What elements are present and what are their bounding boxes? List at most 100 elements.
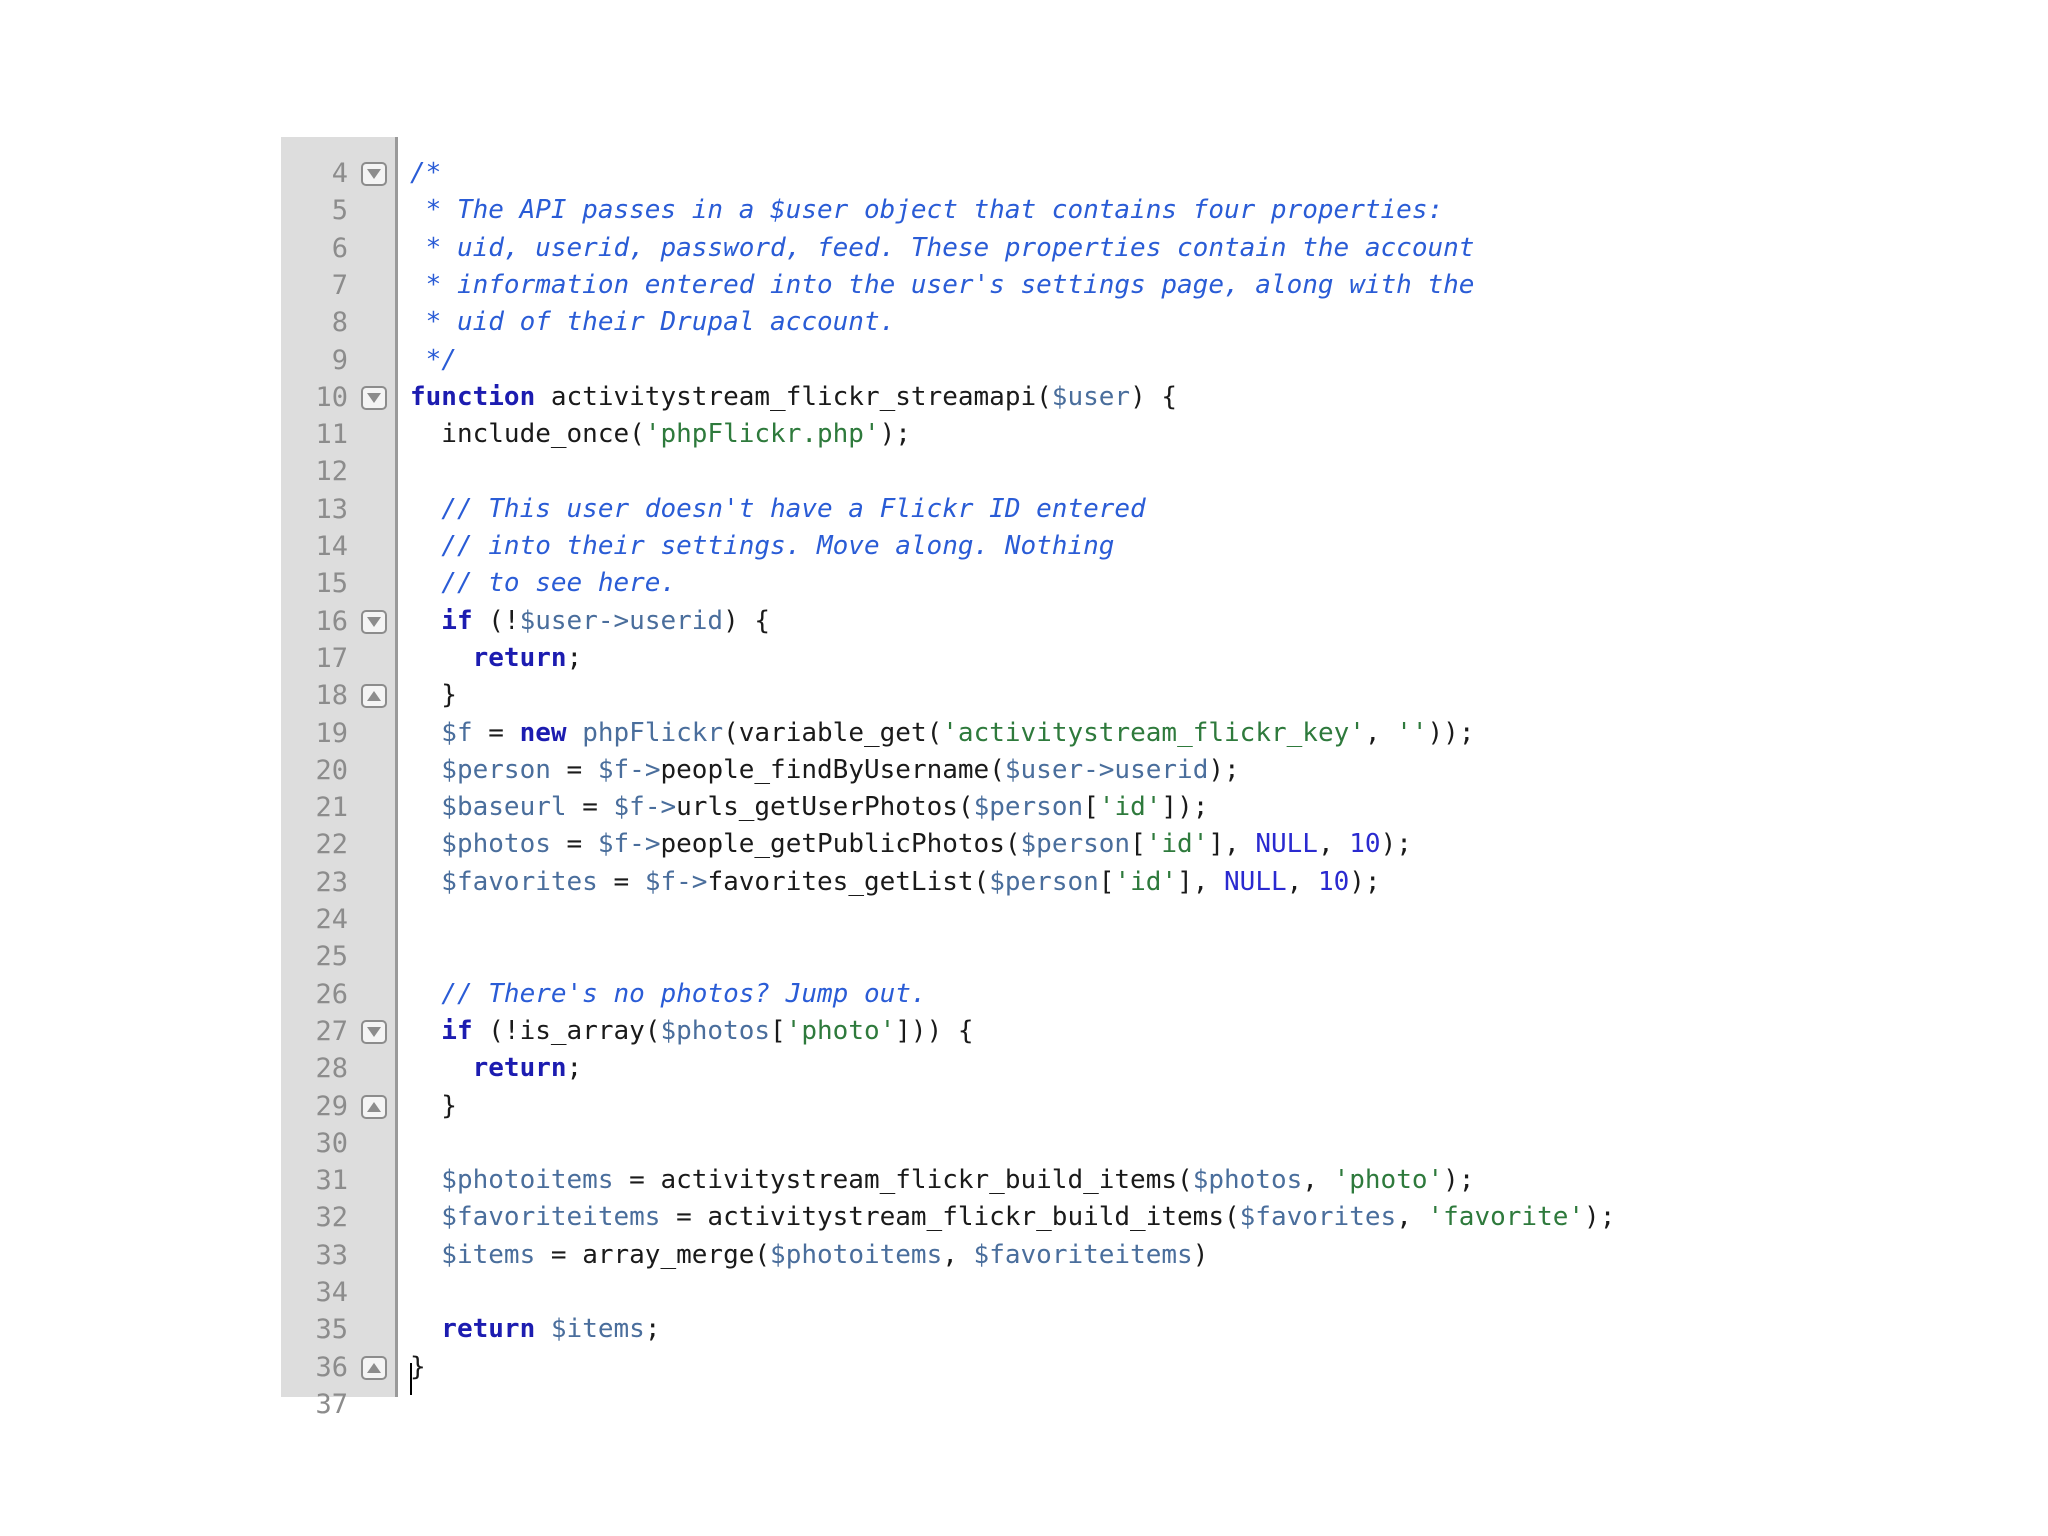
code-line[interactable]: } — [410, 1349, 426, 1386]
line-number: 22 — [315, 829, 348, 861]
code-line[interactable]: return $items; — [410, 1311, 660, 1348]
gutter-row: 33 — [281, 1237, 396, 1274]
code-line[interactable]: * information entered into the user's se… — [410, 267, 1475, 304]
code-token-variable: $user->userid — [519, 605, 724, 636]
gutter-row: 26 — [281, 976, 396, 1013]
code-line[interactable]: */ — [410, 342, 457, 379]
code-line[interactable]: function activitystream_flickr_streamapi… — [410, 379, 1177, 416]
gutter-row: 13 — [281, 491, 396, 528]
code-line[interactable]: return; — [410, 640, 583, 677]
code-token-string: 'photo' — [785, 1015, 896, 1046]
code-token-plain: (variable_get( — [723, 717, 943, 748]
fold-end-icon[interactable] — [361, 1094, 387, 1119]
code-token-plain: [ — [770, 1015, 786, 1046]
code-token-plain: ) { — [723, 605, 771, 636]
code-token-variable: $photoitems — [770, 1239, 943, 1270]
code-token-keyword: if — [410, 605, 473, 636]
gutter-row: 5 — [281, 192, 396, 229]
code-area[interactable]: /* * The API passes in a $user object th… — [410, 137, 1770, 1397]
code-line[interactable]: $baseurl = $f->urls_getUserPhotos($perso… — [410, 789, 1208, 826]
line-number: 9 — [331, 344, 348, 376]
gutter-row: 34 — [281, 1274, 396, 1311]
gutter-row: 30 — [281, 1125, 396, 1162]
code-token-plain: ); — [1208, 754, 1240, 785]
code-line[interactable]: $items = array_merge($photoitems, $favor… — [410, 1237, 1208, 1274]
code-token-variable: $favorites — [1239, 1202, 1397, 1233]
code-token-plain: (! — [472, 605, 520, 636]
fold-collapse-icon[interactable] — [361, 385, 387, 410]
code-token-plain: ); — [1380, 829, 1412, 860]
gutter-row: 25 — [281, 938, 396, 975]
code-line[interactable]: if (!is_array($photos['photo'])) { — [410, 1013, 973, 1050]
code-token-plain: = — [550, 754, 598, 785]
code-token-variable: $f-> — [597, 829, 661, 860]
code-token-plain: } — [410, 680, 457, 711]
code-line[interactable]: $f = new phpFlickr(variable_get('activit… — [410, 715, 1474, 752]
code-line[interactable]: // to see here. — [410, 565, 676, 602]
code-token-plain: ], — [1177, 866, 1225, 897]
code-line[interactable]: * The API passes in a $user object that … — [410, 192, 1443, 229]
code-token-plain: = array_merge( — [535, 1239, 771, 1270]
code-token-variable: $f-> — [644, 866, 708, 897]
code-line[interactable]: $favorites = $f->favorites_getList($pers… — [410, 864, 1380, 901]
code-line[interactable]: } — [410, 677, 457, 714]
code-line[interactable]: * uid, userid, password, feed. These pro… — [410, 230, 1475, 267]
code-token-plain: = — [550, 829, 598, 860]
line-number: 31 — [315, 1165, 348, 1197]
fold-collapse-icon[interactable] — [361, 162, 387, 186]
line-number: 36 — [315, 1351, 348, 1383]
code-line[interactable]: if (!$user->userid) { — [410, 603, 770, 640]
code-line[interactable]: * uid of their Drupal account. — [410, 304, 896, 341]
code-line[interactable]: $photos = $f->people_getPublicPhotos($pe… — [410, 826, 1412, 863]
code-line[interactable]: } — [410, 1088, 457, 1125]
line-number: 23 — [315, 866, 348, 898]
code-token-plain: , — [1364, 717, 1397, 748]
code-line[interactable]: // There's no photos? Jump out. — [410, 976, 926, 1013]
code-line[interactable]: // into their settings. Move along. Noth… — [410, 528, 1114, 565]
line-number: 37 — [315, 1388, 348, 1420]
fold-end-icon[interactable] — [361, 684, 387, 709]
gutter-row: 7 — [281, 267, 396, 304]
gutter-row: 29 — [281, 1088, 396, 1125]
code-token-keyword: return — [410, 1314, 536, 1345]
code-line[interactable]: include_once('phpFlickr.php'); — [410, 416, 911, 453]
code-line[interactable]: $favoriteitems = activitystream_flickr_b… — [410, 1199, 1615, 1236]
gutter-row: 9 — [281, 342, 396, 379]
code-token-variable: $photos — [1192, 1165, 1303, 1196]
gutter-row: 16 — [281, 603, 396, 640]
code-token-plain: ]); — [1161, 792, 1209, 823]
code-token-plain: } — [410, 1351, 426, 1382]
code-token-plain: activitystream_flickr_streamapi( — [535, 381, 1052, 412]
code-line[interactable]: $person = $f->people_findByUsername($use… — [410, 752, 1240, 789]
code-token-plain: ); — [879, 419, 911, 450]
code-token-plain: } — [410, 1090, 457, 1121]
code-token-variable: $f-> — [597, 754, 661, 785]
code-line[interactable]: $photoitems = activitystream_flickr_buil… — [410, 1162, 1474, 1199]
fold-end-icon[interactable] — [361, 1355, 387, 1380]
line-number: 18 — [315, 680, 348, 712]
code-token-plain: ) { — [1130, 381, 1178, 412]
code-line[interactable]: return; — [410, 1050, 583, 1087]
fold-collapse-icon[interactable] — [361, 609, 387, 634]
fold-collapse-icon[interactable] — [361, 1019, 387, 1044]
code-token-plain: ; — [566, 642, 583, 673]
code-token-variable: $favoriteitems — [973, 1239, 1193, 1270]
code-line[interactable]: // This user doesn't have a Flickr ID en… — [410, 491, 1145, 528]
code-token-variable: $person — [1020, 829, 1131, 860]
code-token-plain: ); — [1584, 1202, 1616, 1233]
code-token-plain: urls_getUserPhotos( — [676, 792, 974, 823]
gutter-row: 32 — [281, 1199, 396, 1236]
code-token-plain: ) — [1192, 1239, 1209, 1270]
code-token-keyword: new — [519, 717, 567, 748]
code-token-plain: , — [1396, 1202, 1428, 1233]
code-line[interactable]: /* — [410, 155, 441, 192]
code-token-plain: ); — [1443, 1165, 1475, 1196]
code-token-keyword: return — [410, 642, 567, 673]
code-token-variable: $f-> — [613, 792, 677, 823]
gutter-row: 19 — [281, 715, 396, 752]
code-token-string: 'activitystream_flickr_key' — [942, 717, 1365, 748]
gutter-divider — [395, 137, 398, 1397]
code-token-plain: include_once( — [410, 419, 645, 450]
line-number: 6 — [331, 232, 348, 264]
